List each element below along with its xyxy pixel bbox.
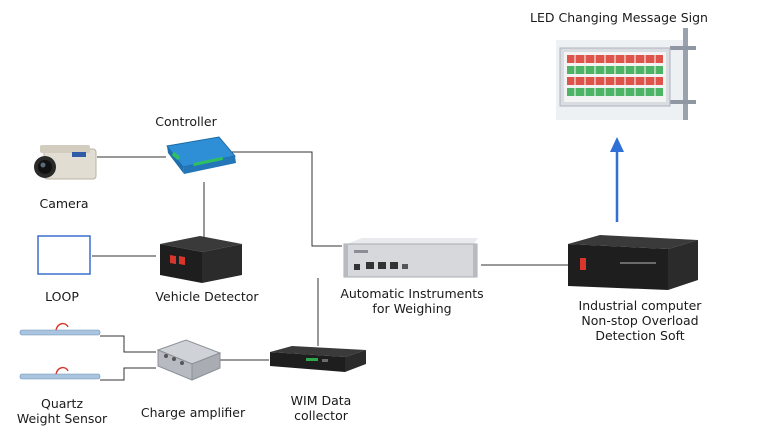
label-loop: LOOP <box>45 289 79 304</box>
label-camera: Camera <box>39 196 89 211</box>
label-wim-collector: WIM Data collector <box>291 393 352 423</box>
led-sign-icon <box>556 28 696 120</box>
arrow-up-icon <box>610 137 624 222</box>
label-wim-line2: collector <box>294 408 348 423</box>
label-industrial-line1: Industrial computer <box>578 298 702 313</box>
weighing-instrument-icon <box>343 238 478 278</box>
line-controller-instruments <box>230 151 342 247</box>
label-wim-line1: WIM Data <box>290 393 352 408</box>
led-rows <box>567 55 663 96</box>
label-quartz-line2: Weight Sensor <box>16 411 108 426</box>
connectors <box>92 151 568 381</box>
label-industrial-computer: Industrial computer Non-stop Overload De… <box>576 298 704 343</box>
label-led-sign: LED Changing Message Sign <box>530 10 708 25</box>
label-industrial-line2: Non-stop Overload Detection Soft <box>581 313 699 343</box>
label-instruments-line2: for Weighing <box>372 301 452 316</box>
camera-icon <box>34 145 97 180</box>
label-charge-amplifier: Charge amplifier <box>140 405 246 420</box>
vehicle-detector-icon <box>160 236 242 283</box>
quartz-sensor-icon <box>19 322 101 380</box>
loop-coil-icon <box>37 235 91 275</box>
label-vehicle-detector: Vehicle Detector <box>155 289 259 304</box>
label-instruments-line1: Automatic Instruments <box>340 286 484 301</box>
controller-device-icon <box>166 136 236 174</box>
charge-amplifier-icon <box>156 339 222 381</box>
line-sensor1-amp <box>100 335 156 353</box>
industrial-computer-icon <box>568 235 698 290</box>
wim-collector-icon <box>270 346 366 372</box>
line-sensor2-amp <box>100 367 156 381</box>
label-instruments: Automatic Instruments for Weighing <box>340 286 483 316</box>
label-controller: Controller <box>155 114 217 129</box>
label-quartz-sensor: Quartz Weight Sensor <box>17 396 107 426</box>
label-quartz-line1: Quartz <box>40 396 84 411</box>
